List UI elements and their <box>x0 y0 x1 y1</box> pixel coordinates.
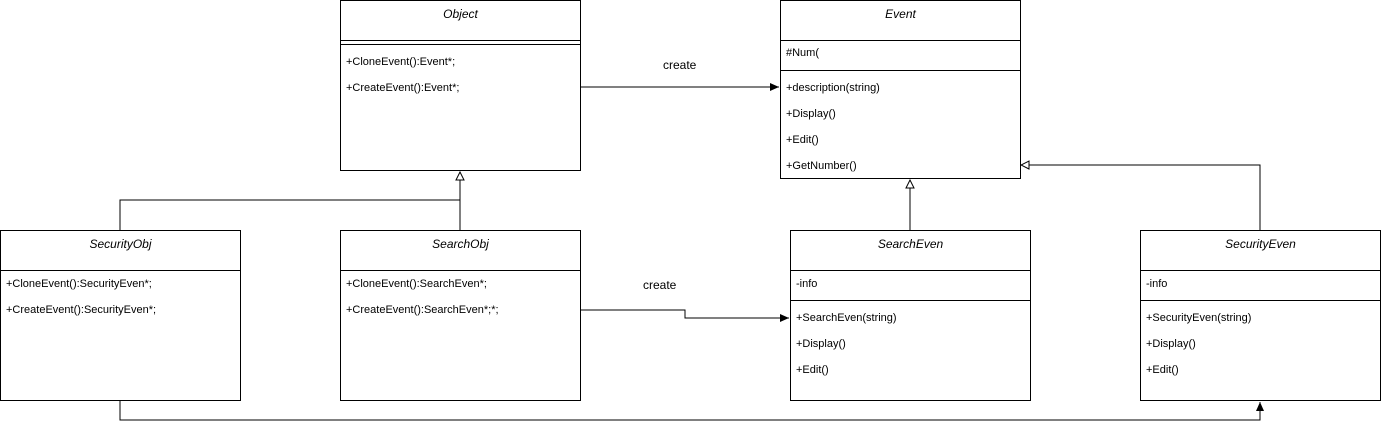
method: +CreateEvent():SecurityEven*; <box>6 304 157 316</box>
create-arrow-searchobj-searcheven <box>581 309 789 322</box>
method: +Edit() <box>786 134 819 146</box>
class-securityeven-divider <box>1141 300 1380 301</box>
class-searcheven-divider <box>791 300 1030 301</box>
class-object-name: Object <box>443 7 478 21</box>
attribute: #Num( <box>786 47 820 59</box>
class-searchobj-name: SearchObj <box>432 237 489 251</box>
class-securityeven-name: SecurityEven <box>1225 237 1296 251</box>
method: +Display() <box>1146 338 1196 350</box>
method: +description(string) <box>786 82 880 94</box>
method: +CloneEvent():SearchEven*; <box>346 278 487 290</box>
method: +GetNumber() <box>786 160 857 172</box>
class-securityeven-divider <box>1141 270 1380 271</box>
class-object-divider <box>341 44 580 45</box>
create-label-object-event: create <box>663 58 697 72</box>
method: +CloneEvent():Event*; <box>346 56 456 68</box>
class-event-divider <box>781 40 1020 41</box>
class-searchobj[interactable]: SearchObj +CloneEvent():SearchEven*; +Cr… <box>340 230 581 401</box>
class-searcheven-divider <box>791 270 1030 271</box>
class-object[interactable]: Object +CloneEvent():Event*; +CreateEven… <box>340 0 581 171</box>
method: +Edit() <box>796 364 829 376</box>
attribute: -info <box>1146 278 1168 290</box>
create-label-searchobj-searcheven: create <box>643 278 677 292</box>
method: +Display() <box>796 338 846 350</box>
inherit-securityobj-object <box>119 199 460 230</box>
method: +CreateEvent():Event*; <box>346 82 460 94</box>
method: +SearchEven(string) <box>796 312 897 324</box>
class-searcheven-name: SearchEven <box>877 237 944 251</box>
method: +SecurityEven(string) <box>1146 312 1252 324</box>
class-object-divider <box>341 40 580 41</box>
class-event[interactable]: Event #Num( +description(string) +Displa… <box>780 0 1021 179</box>
class-securityobj[interactable]: SecurityObj +CloneEvent():SecurityEven*;… <box>0 230 241 401</box>
inherit-securityeven-event <box>1021 165 1261 230</box>
class-searcheven[interactable]: SearchEven -info +SearchEven(string) +Di… <box>790 230 1031 401</box>
class-securityobj-name: SecurityObj <box>89 237 152 251</box>
method: +CreateEvent():SearchEven*;*; <box>346 304 499 316</box>
create-arrow-securityobj-securityeven <box>119 401 1264 421</box>
method: +Display() <box>786 108 836 120</box>
method: +CloneEvent():SecurityEven*; <box>6 278 152 290</box>
class-event-divider <box>781 70 1020 71</box>
class-securityobj-divider <box>1 270 240 271</box>
method: +Edit() <box>1146 364 1179 376</box>
attribute: -info <box>796 278 818 290</box>
class-securityeven[interactable]: SecurityEven -info +SecurityEven(string)… <box>1140 230 1381 401</box>
class-event-name: Event <box>885 7 916 21</box>
class-searchobj-divider <box>341 270 580 271</box>
